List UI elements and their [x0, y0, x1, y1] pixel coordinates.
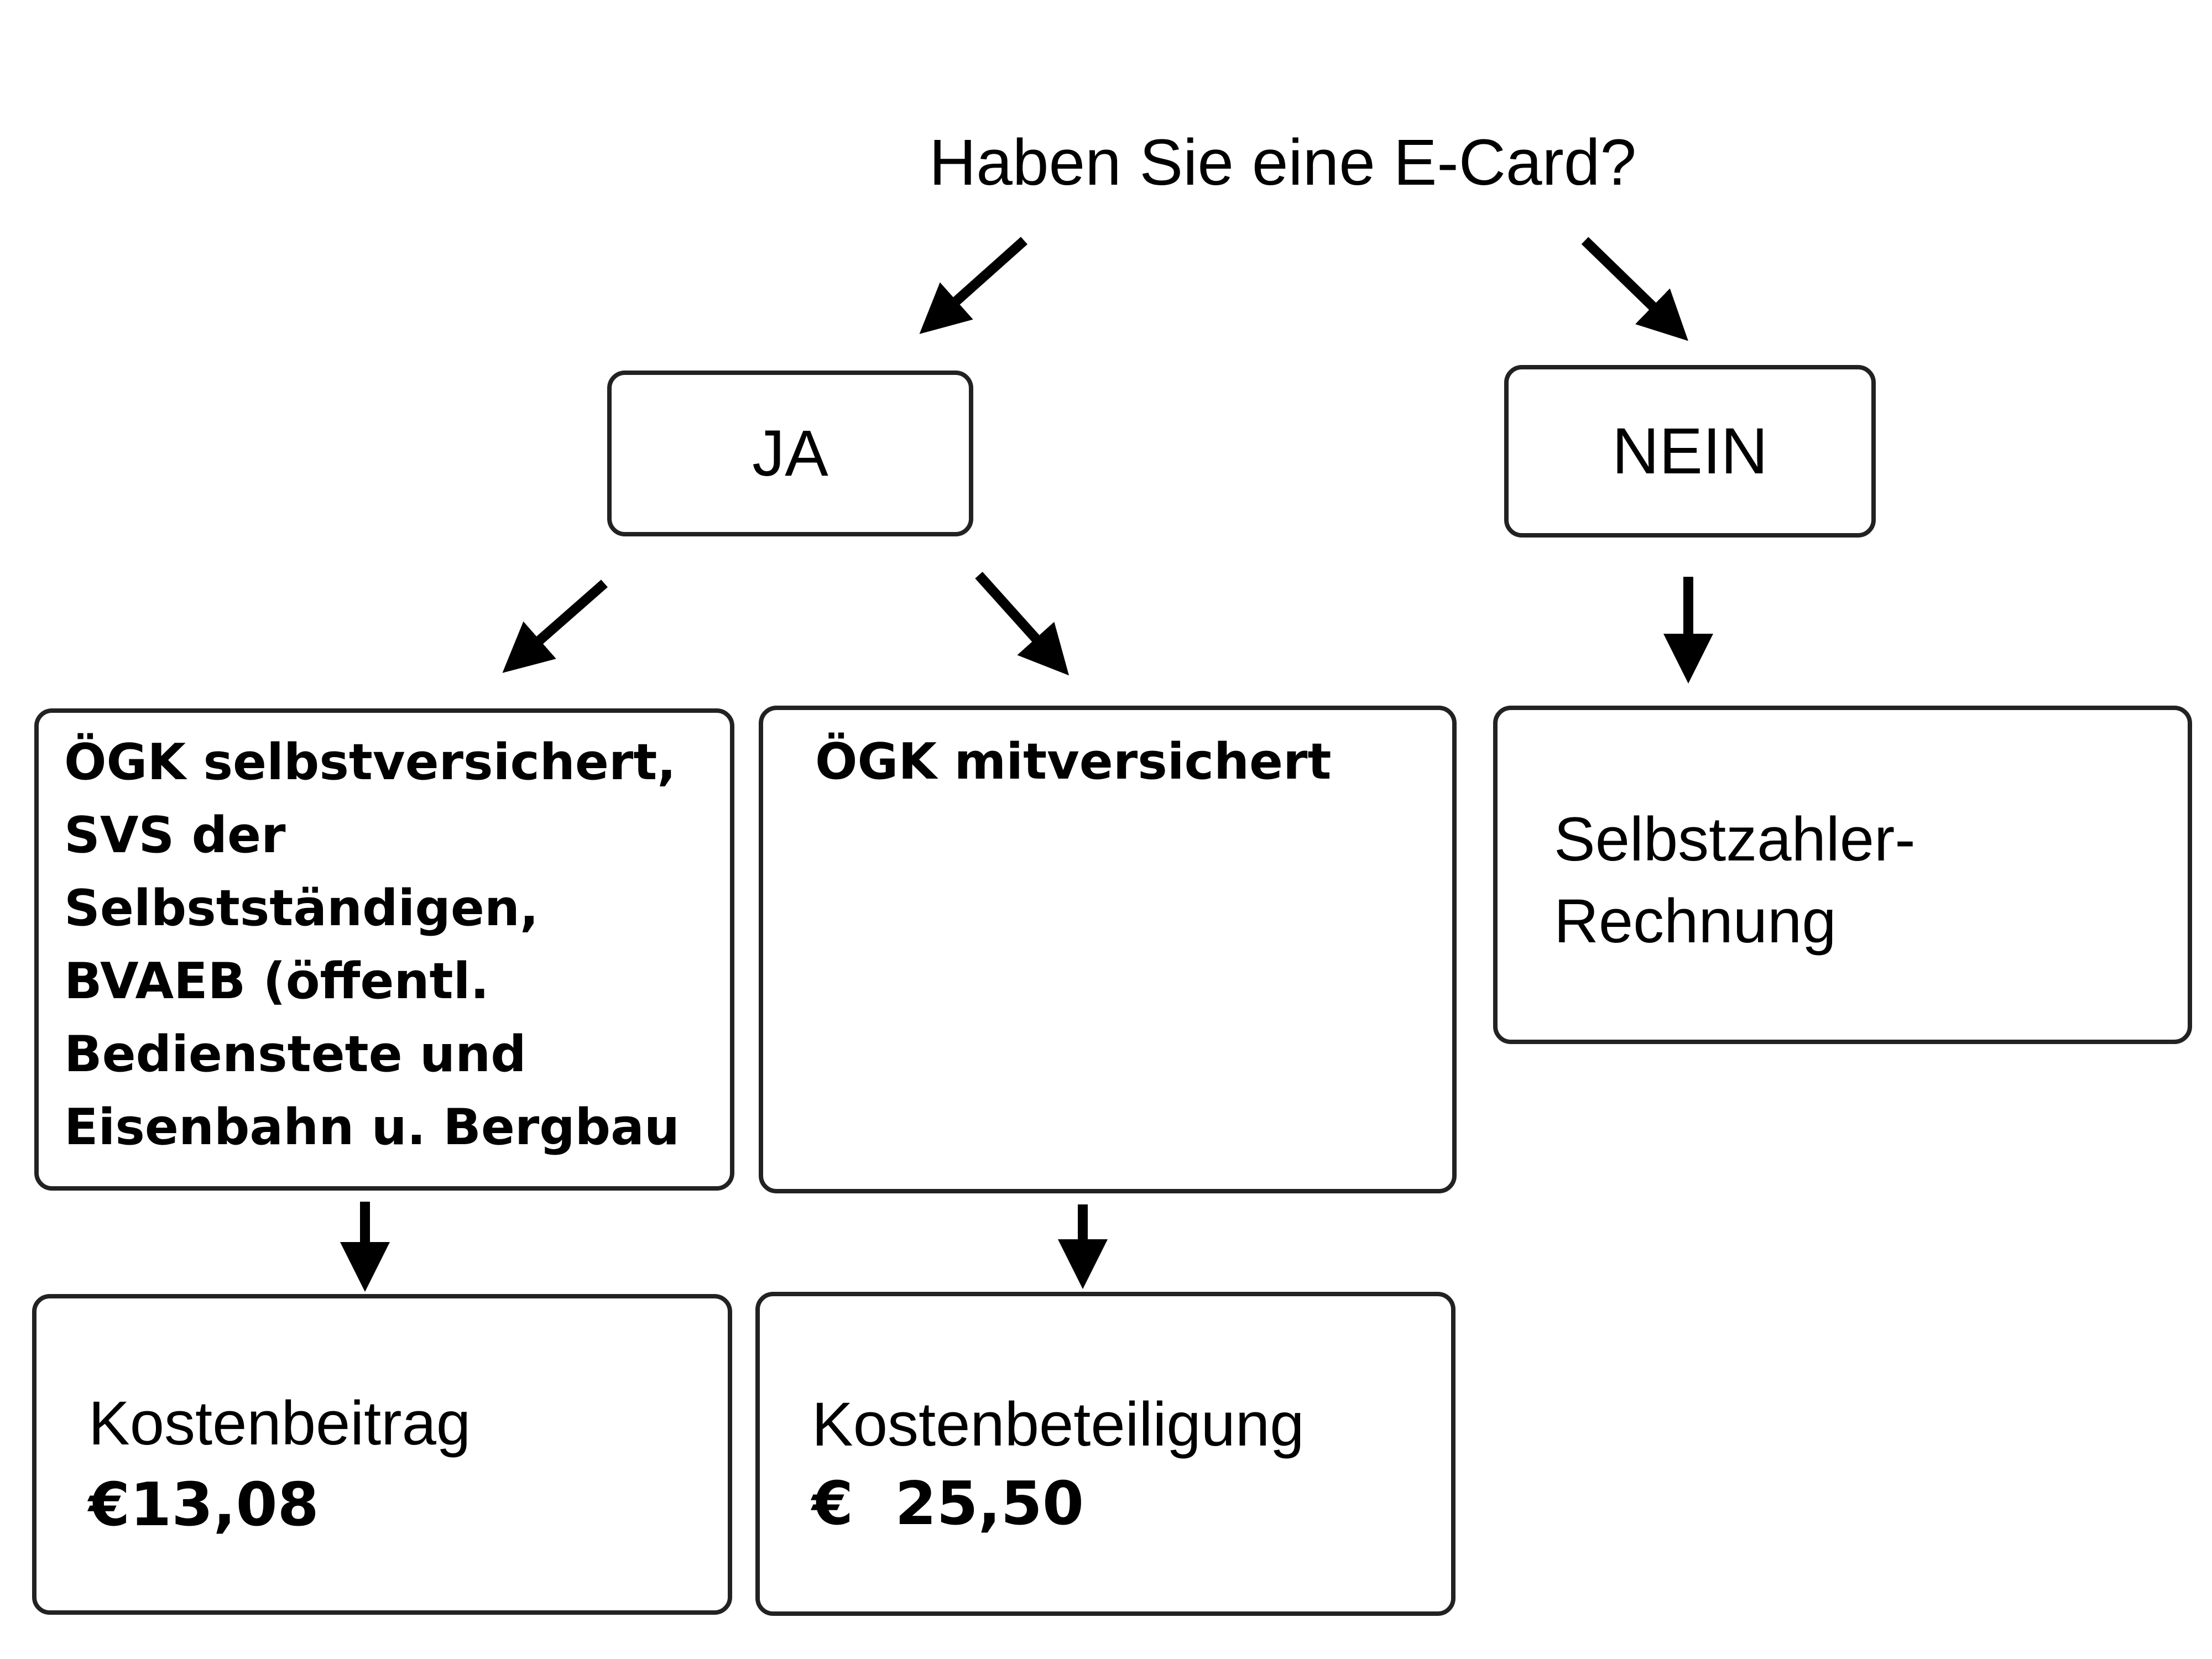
answer-ja-box: JA [607, 371, 973, 536]
co-insured-text: ÖGK mitversichert [815, 733, 1332, 791]
arrow-ja-to-co-insured [975, 571, 1070, 676]
self-insured-line: SVS der [64, 806, 286, 864]
answer-nein-box: NEIN [1504, 365, 1876, 538]
self-insured-line: BVAEB (öffentl. [64, 952, 489, 1010]
self-insured-box: ÖGK selbstversichert, SVS der Selbststän… [34, 708, 734, 1191]
contribution-box: Kostenbeitrag €13,08 [32, 1294, 732, 1615]
answer-ja-label: JA [752, 417, 828, 490]
arrow-question-to-ja [919, 237, 1027, 334]
contribution-amount: €13,08 [88, 1470, 319, 1540]
self-insured-line: ÖGK selbstversichert, [64, 733, 676, 791]
arrow-ja-to-self-insured [502, 580, 608, 673]
co-insured-box: ÖGK mitversichert [759, 706, 1457, 1193]
self-insured-line: Selbstständigen, [64, 879, 539, 937]
self-insured-line: Eisenbahn u. Bergbau [64, 1098, 680, 1156]
participation-amount: € 25,50 [812, 1469, 1084, 1538]
participation-box: Kostenbeteiligung € 25,50 [755, 1292, 1455, 1616]
participation-label: Kostenbeteiligung [812, 1390, 1305, 1459]
arrow-question-to-nein [1581, 237, 1688, 341]
self-payer-box: Selbstzahler- Rechnung [1493, 706, 2192, 1044]
contribution-label: Kostenbeitrag [88, 1389, 471, 1458]
self-insured-text: ÖGK selbstversichert, SVS der Selbststän… [64, 726, 680, 1164]
self-payer-line: Rechnung [1554, 886, 1837, 956]
self-payer-line: Selbstzahler- [1554, 805, 1916, 874]
self-payer-text: Selbstzahler- Rechnung [1554, 799, 1916, 962]
answer-nein-label: NEIN [1612, 415, 1768, 488]
question-title: Haben Sie eine E-Card? [929, 126, 1637, 199]
self-insured-line: Bedienstete und [64, 1025, 526, 1083]
